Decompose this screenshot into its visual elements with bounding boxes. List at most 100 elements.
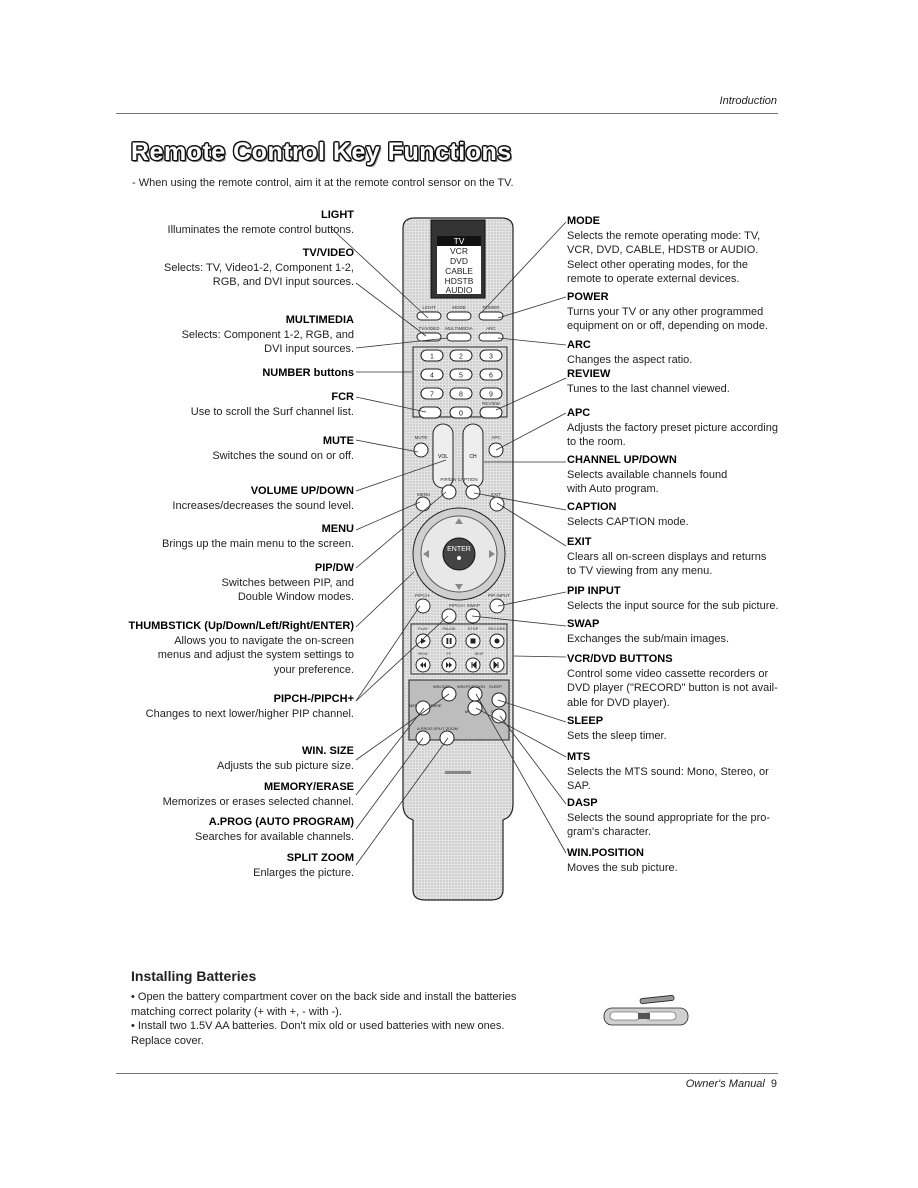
label-fcr: FCR Use to scroll the Surf channel list.	[191, 390, 354, 419]
label-desc: SAP.	[567, 780, 591, 792]
remote-key-label: SKIP	[474, 651, 483, 656]
remote-key-label: PIP INPUT	[488, 593, 510, 598]
remote-key-label: EXIT	[491, 492, 501, 497]
label-desc: Changes to next lower/higher PIP channel…	[145, 707, 354, 720]
label-desc: Allows you to navigate the on-screen	[174, 634, 354, 647]
label-desc: Exchanges the sub/main images.	[567, 632, 730, 645]
label-desc: Clears all on-screen displays and return…	[567, 550, 767, 563]
label-vcrdvd: VCR/DVD BUTTONS Control some video casse…	[567, 652, 791, 710]
intro-text: - When using the remote control, aim it …	[132, 177, 514, 189]
remote-key-label: RECORD	[488, 626, 505, 631]
label-heading: A.PROG (AUTO PROGRAM)	[208, 816, 354, 828]
batteries-heading: Installing Batteries	[131, 968, 257, 984]
label-heading: LIGHT	[321, 209, 354, 221]
label-dasp: DASP Selects the sound appropriate for t…	[567, 796, 791, 840]
label-heading: TV/VIDEO	[302, 247, 354, 259]
label-desc: DVI input sources.	[264, 343, 354, 355]
remote-key-label: 6	[489, 373, 493, 380]
remote-key-label: 1	[430, 354, 434, 361]
remote-key-label: WIN.SIZE	[433, 684, 451, 689]
remote-key-label: STOP	[468, 626, 479, 631]
label-heading: MUTE	[322, 435, 354, 447]
label-swap: SWAP Exchanges the sub/main images.	[567, 617, 791, 646]
label-volume: VOLUME UP/DOWN Increases/decreases the s…	[172, 484, 354, 513]
remote-key-label: WIN.POSITION	[457, 684, 485, 689]
remote-key-label: LIGHT	[422, 305, 436, 310]
remote-key-label: 5	[459, 373, 463, 380]
label-desc: Selects the remote operating mode: TV,	[567, 229, 761, 242]
label-desc: remote to operate external devices.	[567, 273, 740, 285]
footer-text: Owner's Manual	[685, 1078, 765, 1090]
label-heading: WIN. SIZE	[302, 745, 354, 757]
label-pipdw: PIP/DW Switches between PIP, and Double …	[222, 561, 355, 605]
label-desc: Brings up the main menu to the screen.	[162, 537, 354, 550]
label-review: REVIEW Tunes to the last channel viewed.	[567, 367, 791, 396]
label-desc: with Auto program.	[567, 483, 659, 495]
remote-key-label: 0	[459, 411, 463, 418]
label-desc: Selects the sound appropriate for the pr…	[567, 811, 771, 824]
label-desc: Memorizes or erases selected channel.	[162, 795, 354, 808]
label-heading: SWAP	[567, 618, 600, 630]
label-tvvideo: TV/VIDEO Selects: TV, Video1-2, Componen…	[164, 246, 354, 290]
label-desc: Moves the sub picture.	[567, 861, 678, 874]
label-pipch: PIPCH-/PIPCH+ Changes to next lower/high…	[146, 692, 354, 721]
label-aprog: A.PROG (AUTO PROGRAM) Searches for avail…	[195, 815, 354, 844]
remote-key-label: PLAY	[418, 626, 428, 631]
label-arc: ARC Changes the aspect ratio.	[567, 338, 791, 367]
label-desc: Selects the MTS sound: Mono, Stereo, or	[567, 765, 769, 778]
label-caption: CAPTION Selects CAPTION mode.	[567, 500, 791, 529]
label-desc: Illuminates the remote control buttons.	[167, 223, 354, 236]
label-winsize: WIN. SIZE Adjusts the sub picture size.	[217, 744, 354, 773]
label-desc: Searches for available channels.	[195, 830, 354, 843]
remote-key-label: TV/VIDEO	[418, 326, 440, 331]
label-heading: MTS	[567, 751, 591, 763]
label-heading: PIP/DW	[314, 562, 354, 574]
label-heading: APC	[567, 407, 591, 419]
label-desc: Enlarges the picture.	[253, 866, 354, 879]
label-light: LIGHT Illuminates the remote control but…	[168, 208, 354, 237]
label-menu: MENU Brings up the main menu to the scre…	[162, 522, 354, 551]
label-desc: Selects CAPTION mode.	[567, 515, 689, 528]
remote-key-label: HDSTB	[445, 276, 474, 286]
label-desc: Selects: Component 1-2, RGB, and	[181, 328, 354, 341]
remote-key-label: APC	[491, 435, 501, 440]
batteries-item: Replace cover.	[131, 1034, 204, 1047]
label-heading: SLEEP	[567, 715, 604, 727]
remote-key-label: MULTIMEDIA	[445, 326, 472, 331]
label-desc: to TV viewing from any menu.	[567, 565, 713, 577]
remote-key-label: PAUSE	[442, 626, 456, 631]
top-buttons: LIGHT MODE POWER	[422, 305, 500, 310]
remote-key-label: REW	[418, 651, 428, 656]
label-mute: MUTE Switches the sound on or off.	[212, 434, 354, 463]
label-heading: WIN.POSITION	[567, 847, 644, 859]
label-winposition: WIN.POSITION Moves the sub picture.	[567, 846, 791, 875]
mode-list: TV	[454, 236, 465, 246]
label-desc: Control some video cassette recorders or	[567, 667, 769, 680]
label-desc: equipment on or off, depending on mode.	[567, 320, 769, 332]
label-desc: VCR, DVD, CABLE, HDSTB or AUDIO.	[567, 244, 759, 256]
label-desc: able for DVD player).	[567, 696, 670, 709]
remote-key-label: DVD	[450, 256, 468, 266]
label-desc: to the room.	[567, 436, 626, 448]
remote-key-label: CABLE	[445, 266, 473, 276]
label-desc: Selects the input source for the sub pic…	[567, 599, 779, 612]
label-desc: Adjusts the factory preset picture accor…	[567, 421, 778, 434]
label-heading: MODE	[567, 215, 600, 227]
footer-rule	[116, 1073, 778, 1074]
label-number: NUMBER buttons	[262, 366, 354, 381]
remote-key-label: REVIEW	[482, 401, 501, 406]
label-heading: VCR/DVD BUTTONS	[567, 653, 673, 665]
label-heading: ARC	[567, 339, 591, 351]
label-heading: PIPCH-/PIPCH+	[273, 693, 354, 705]
label-desc: Selects: TV, Video1-2, Component 1-2,	[164, 261, 354, 274]
label-heading: MEMORY/ERASE	[263, 781, 354, 793]
label-heading: CHANNEL UP/DOWN	[567, 454, 677, 466]
label-heading: THUMBSTICK (Up/Down/Left/Right/ENTER)	[128, 620, 354, 632]
batteries-item: matching correct polarity (+ with +, - w…	[131, 1005, 342, 1018]
label-desc: Use to scroll the Surf channel list.	[190, 405, 354, 418]
label-desc: RGB, and DVI input sources.	[212, 276, 354, 288]
remote-key-label: VCR	[450, 246, 468, 256]
label-desc: menus and adjust the system settings to	[157, 649, 354, 661]
label-mode: MODE Selects the remote operating mode: …	[567, 214, 791, 287]
